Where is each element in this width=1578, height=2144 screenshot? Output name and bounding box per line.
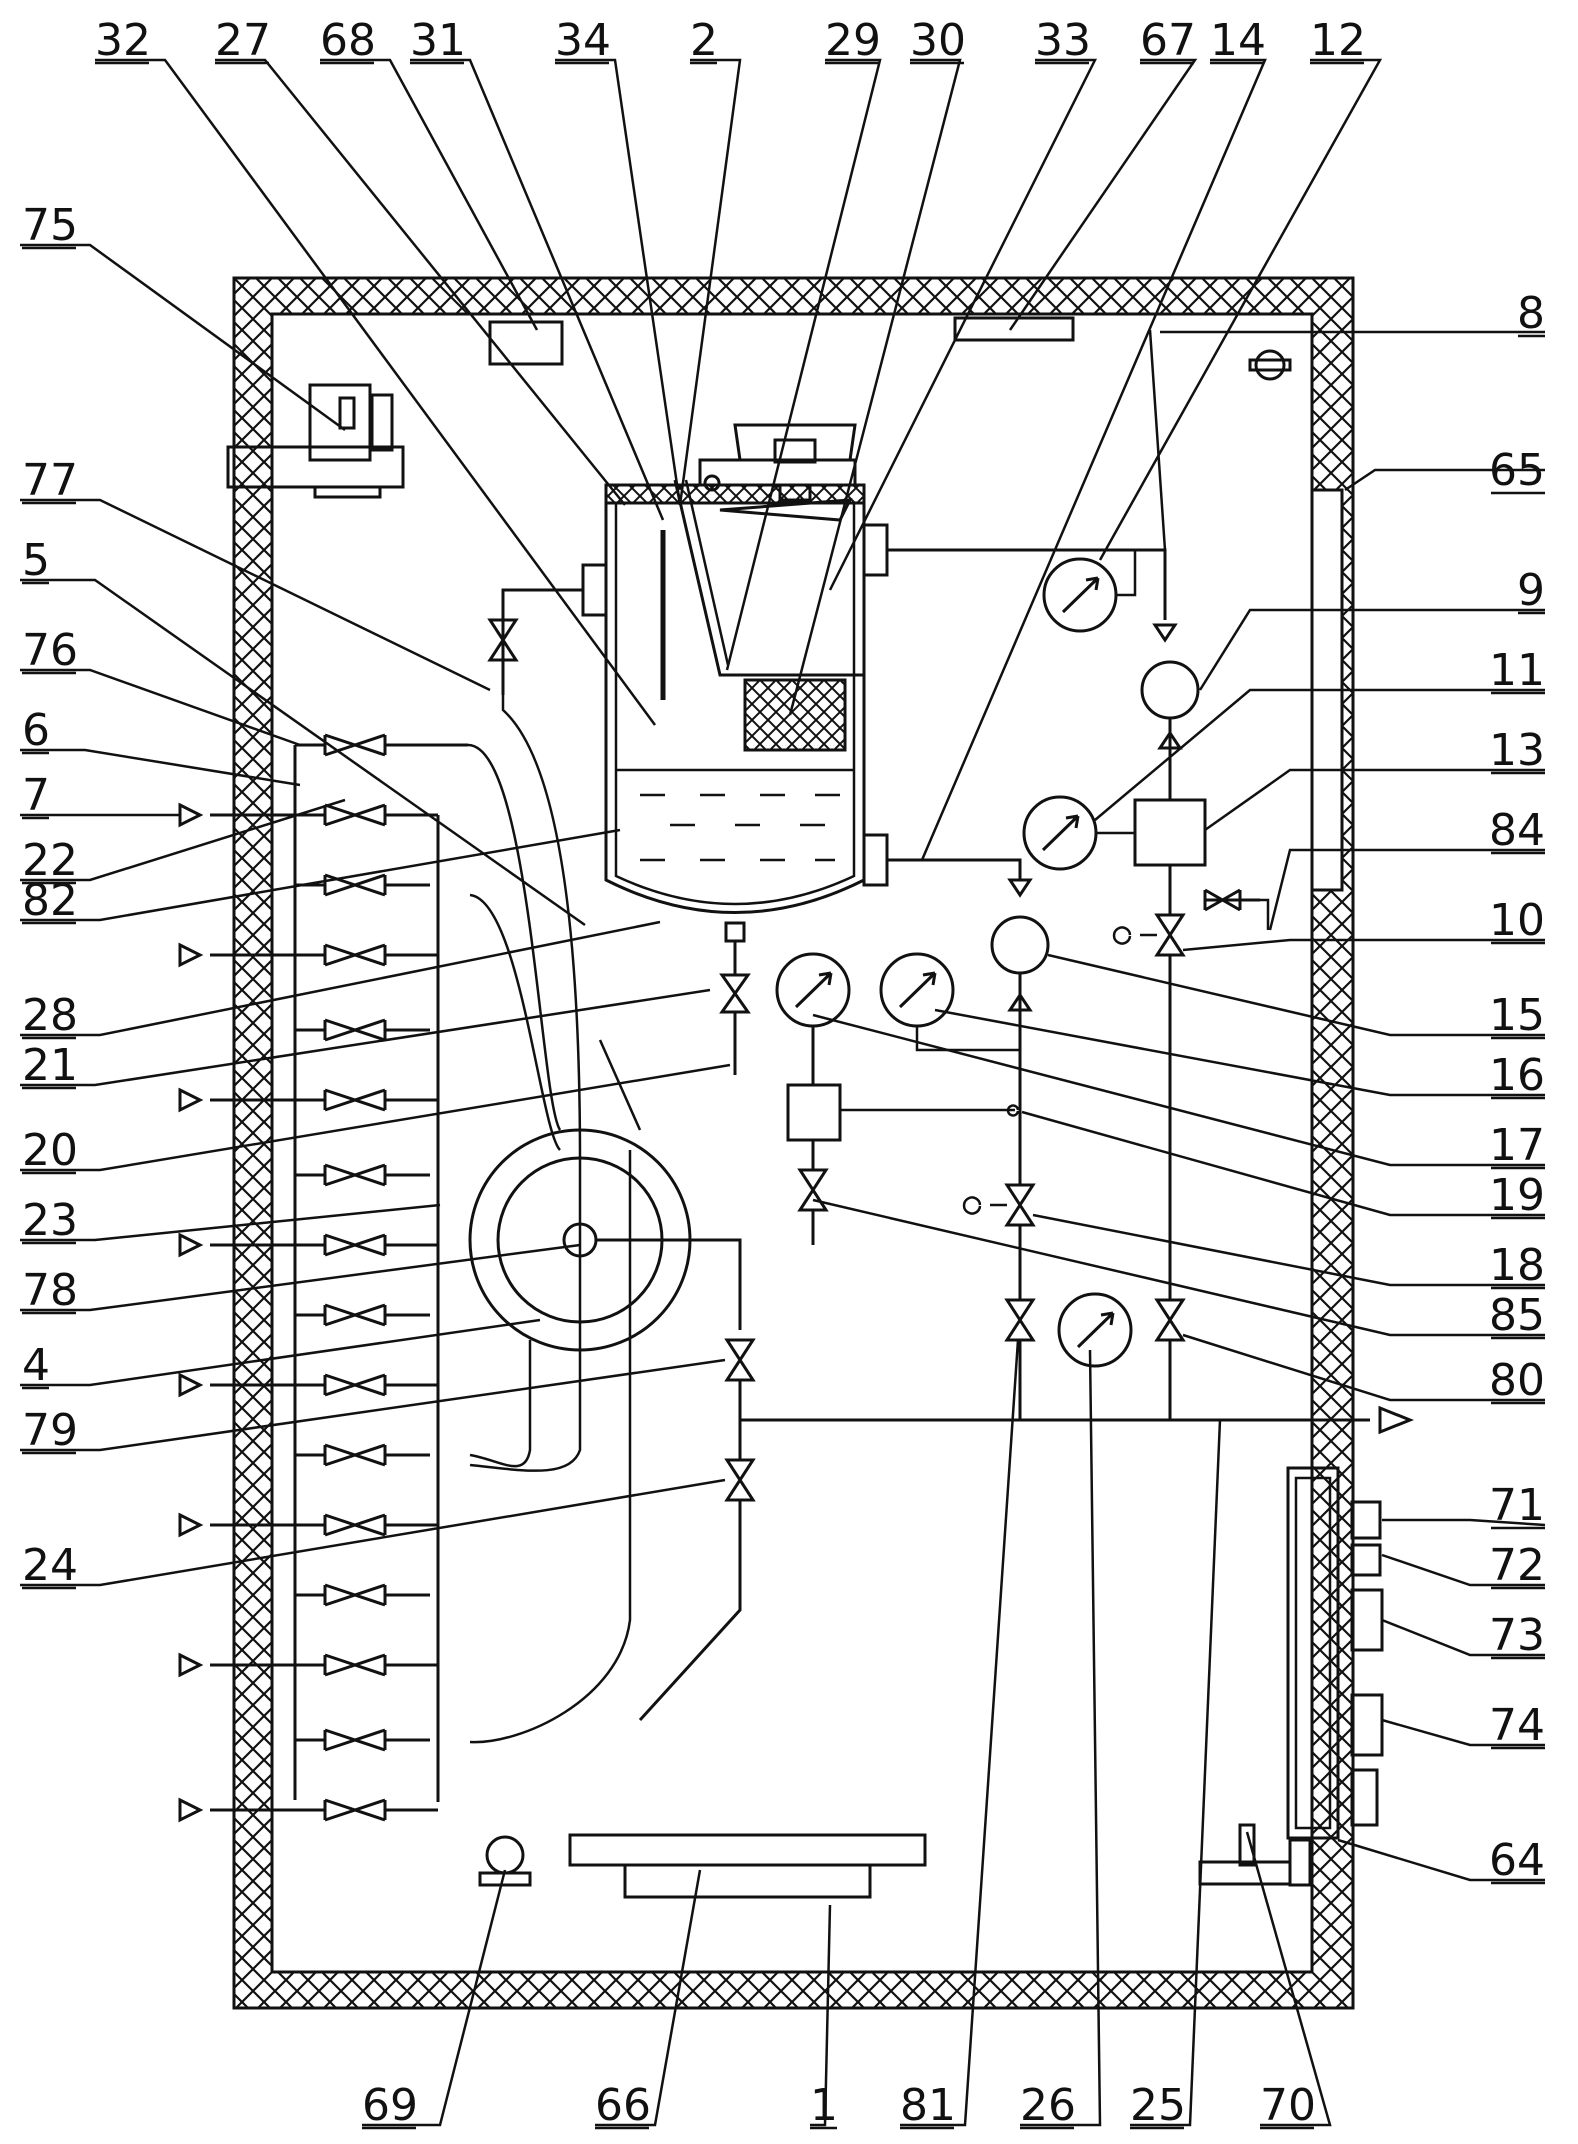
callout-label-5: 5: [22, 535, 50, 586]
callout-label-79: 79: [22, 1405, 78, 1456]
callout-label-72: 72: [1489, 1540, 1545, 1591]
sensor-top-right: [1250, 351, 1290, 379]
component-9: [1142, 662, 1198, 718]
valve-81: [1007, 1300, 1033, 1340]
callout-label-30: 30: [910, 15, 966, 66]
callout-label-14: 14: [1210, 15, 1266, 66]
callout-label-81: 81: [900, 2080, 956, 2131]
component-68: [490, 322, 562, 364]
callout-label-15: 15: [1489, 990, 1545, 1041]
component-19: [788, 1085, 840, 1140]
callout-label-20: 20: [22, 1125, 78, 1176]
labels-left: 7577576672282282120237847924: [22, 200, 78, 1591]
callout-label-66: 66: [595, 2080, 651, 2131]
callout-label-67: 67: [1140, 15, 1196, 66]
callout-label-69: 69: [362, 2080, 418, 2131]
callout-label-21: 21: [22, 1040, 78, 1091]
callout-label-1: 1: [810, 2080, 838, 2131]
callout-label-18: 18: [1489, 1240, 1545, 1291]
cabinet-wall: [234, 278, 1353, 2008]
component-69: [480, 1837, 530, 1885]
callout-label-77: 77: [22, 455, 78, 506]
callout-label-82: 82: [22, 875, 78, 926]
callout-label-4: 4: [22, 1340, 50, 1391]
labels-bottom: 69 66 1 81 26 25 70: [362, 2080, 1316, 2131]
callout-label-6: 6: [22, 705, 50, 756]
callout-label-78: 78: [22, 1265, 78, 1316]
callout-label-71: 71: [1489, 1480, 1545, 1531]
wheel-4: [468, 745, 740, 1742]
component-70: [1200, 1825, 1290, 1884]
valve-79: [727, 1340, 753, 1380]
callout-label-25: 25: [1130, 2080, 1186, 2131]
valve-80: [1157, 1300, 1183, 1340]
component-67: [955, 318, 1073, 340]
valve-24: [727, 1460, 753, 1500]
callout-label-68: 68: [320, 15, 376, 66]
callout-label-7: 7: [22, 770, 50, 821]
callout-label-2: 2: [690, 15, 718, 66]
callout-label-85: 85: [1489, 1290, 1545, 1341]
callout-label-33: 33: [1035, 15, 1091, 66]
callout-label-28: 28: [22, 990, 78, 1041]
component-66: [570, 1835, 925, 1897]
callout-label-70: 70: [1260, 2080, 1316, 2131]
callout-label-34: 34: [555, 15, 611, 66]
valve-85: [800, 1170, 826, 1210]
callout-label-19: 19: [1489, 1170, 1545, 1221]
callout-label-75: 75: [22, 200, 78, 251]
callout-label-29: 29: [825, 15, 881, 66]
labels-top: 32 27 68 31 34 2 29 30 33 67 14 12: [95, 15, 1366, 66]
tank: [583, 425, 887, 941]
callout-label-65: 65: [1489, 445, 1545, 496]
callout-label-76: 76: [22, 625, 78, 676]
valve-18: [1007, 1185, 1033, 1225]
callout-label-80: 80: [1489, 1355, 1545, 1406]
callout-label-23: 23: [22, 1195, 78, 1246]
callout-label-27: 27: [215, 15, 271, 66]
callout-label-32: 32: [95, 15, 151, 66]
callout-label-8: 8: [1517, 288, 1545, 339]
callout-label-73: 73: [1489, 1610, 1545, 1661]
callout-label-24: 24: [22, 1540, 78, 1591]
callout-label-13: 13: [1489, 725, 1545, 776]
callout-label-74: 74: [1489, 1700, 1545, 1751]
callout-label-26: 26: [1020, 2080, 1076, 2131]
valve-10: [1157, 915, 1183, 955]
valve-21: [722, 975, 748, 1012]
callout-label-9: 9: [1517, 565, 1545, 616]
component-13: [1135, 800, 1205, 865]
callout-label-64: 64: [1489, 1835, 1545, 1886]
labels-right: 8 65 9 11 13 84 10 15 16 1719 1885 80 71 72 73 74 64: [1489, 288, 1545, 1886]
callout-label-10: 10: [1489, 895, 1545, 946]
callout-label-17: 17: [1489, 1120, 1545, 1171]
callout-label-12: 12: [1310, 15, 1366, 66]
callout-label-84: 84: [1489, 805, 1545, 856]
component-15: [992, 917, 1048, 973]
callout-label-31: 31: [410, 15, 466, 66]
callout-label-16: 16: [1489, 1050, 1545, 1101]
callout-label-11: 11: [1489, 645, 1545, 696]
